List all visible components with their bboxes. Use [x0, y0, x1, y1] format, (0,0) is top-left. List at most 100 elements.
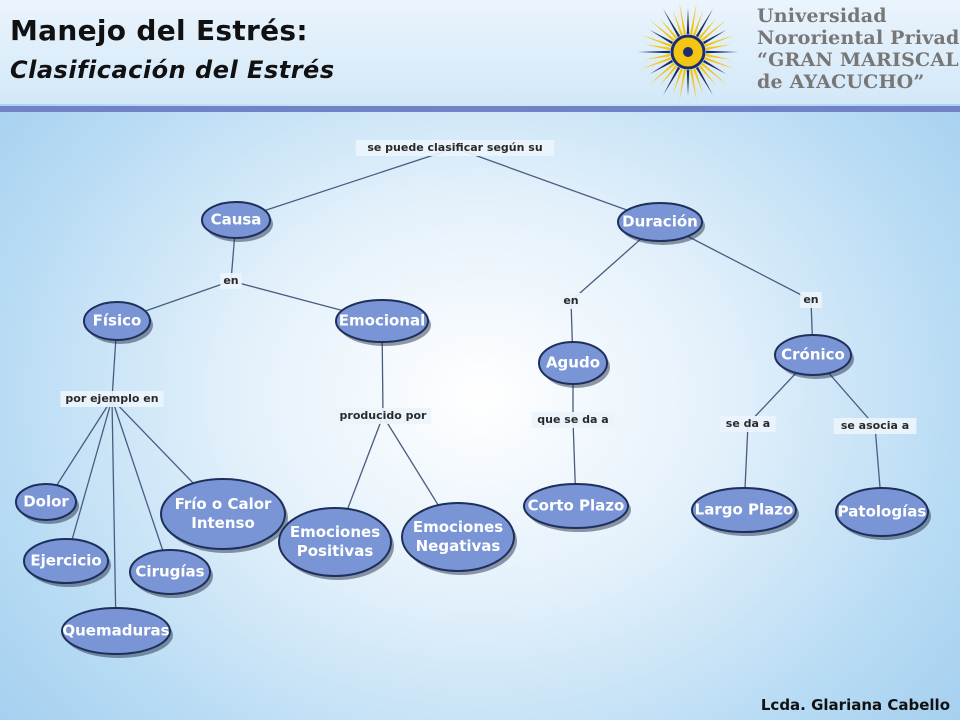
node-label: Ejercicio: [30, 552, 101, 570]
logo-ray: [700, 19, 727, 42]
logo-ray: [649, 59, 674, 74]
root-label: se puede clasificar según su: [367, 141, 542, 154]
node-shape: [335, 299, 429, 343]
logo-ray: [641, 56, 672, 70]
logo-ray: [692, 10, 704, 36]
label-backdrop: [720, 416, 776, 432]
concept-link: [235, 147, 456, 221]
logo-ray: [686, 8, 690, 35]
logo-ray: [641, 34, 672, 48]
page-subtitle: Clasificación del Estrés: [10, 56, 335, 84]
node-label: Dolor: [23, 493, 69, 511]
logo-ray: [698, 18, 717, 40]
concept-node-cirugias: Cirugías: [129, 549, 213, 598]
node-shape: [401, 502, 515, 572]
logo-ray: [704, 56, 735, 70]
node-label: Negativas: [416, 537, 501, 555]
logo-ray: [672, 68, 684, 94]
link-label-en: en: [563, 294, 578, 307]
logo-ray: [663, 8, 681, 38]
node-label: Emocional: [339, 312, 425, 330]
node-label: Físico: [93, 312, 142, 330]
logo-ray: [705, 53, 732, 60]
node-label: Crónico: [781, 346, 845, 364]
label-backdrop: [355, 140, 555, 156]
node-label: Causa: [211, 211, 262, 229]
logo-ray: [679, 69, 687, 102]
concept-node-causa: Causa: [201, 201, 273, 242]
page-title: Manejo del Estrés:: [10, 14, 308, 47]
institution-line: Nororiental Privada: [757, 27, 960, 49]
node-label: Intenso: [191, 514, 255, 532]
label-backdrop: [334, 408, 432, 424]
logo-ray: [686, 69, 690, 96]
logo-ray: [702, 59, 727, 74]
concept-node-patologias: Patologías: [835, 487, 931, 540]
concept-node-fisico: Físico: [83, 301, 153, 344]
institution-line: Universidad: [757, 5, 887, 27]
logo-ray: [638, 50, 671, 54]
concept-node-largo-plazo: Largo Plazo: [691, 487, 799, 536]
link-label-en: en: [223, 274, 238, 287]
node-shape: [61, 607, 171, 655]
logo-ray: [644, 44, 671, 51]
header-divider: [0, 106, 960, 112]
logo-ray: [663, 66, 681, 96]
label-backdrop: [800, 292, 822, 308]
header-bar: [0, 0, 960, 104]
link-label-por-ejemplo: por ejemplo en: [65, 392, 158, 405]
university-logo-icon: [638, 2, 738, 102]
logo-ray: [689, 69, 697, 102]
logo-ray: [705, 44, 732, 51]
logo-ray: [659, 18, 678, 40]
logo-ray: [704, 34, 735, 48]
logo-ray: [692, 68, 704, 94]
node-shape: [201, 201, 271, 239]
node-label: Emociones: [413, 518, 503, 536]
logo-dot: [683, 47, 693, 57]
label-backdrop: [560, 293, 582, 309]
concept-link: [65, 398, 113, 562]
node-label: Quemaduras: [62, 622, 169, 640]
node-shape: [129, 549, 211, 595]
institution-line: de AYACUCHO”: [757, 71, 925, 93]
institution-line: “GRAN MARISCAL: [757, 49, 959, 71]
concept-node-corto-plazo: Corto Plazo: [523, 483, 631, 532]
link-label-se-asocia-a: se asocia a: [841, 419, 909, 432]
logo-ray: [695, 8, 713, 38]
logo-ray: [695, 66, 713, 96]
institution-name: Universidad Nororiental Privada “GRAN MA…: [757, 5, 960, 93]
concept-node-quemaduras: Quemaduras: [61, 607, 173, 658]
label-backdrop: [531, 412, 615, 428]
node-shape: [15, 483, 77, 521]
label-backdrop: [220, 273, 242, 289]
logo-ray: [649, 62, 676, 85]
author-credit: Lcda. Glariana Cabello: [760, 696, 950, 714]
logo-ray: [649, 30, 674, 45]
logo-ray: [698, 64, 717, 86]
label-backdrop: [833, 418, 917, 434]
node-label: Positivas: [297, 542, 374, 560]
node-shape: [523, 483, 629, 529]
concept-link: [111, 398, 117, 632]
node-shape: [691, 487, 797, 533]
link-label-que-se-da-a: que se da a: [537, 413, 608, 426]
node-shape: [835, 487, 929, 537]
node-label: Cirugías: [135, 563, 204, 581]
concept-map-edge-labels: se puede clasificar según su en en en por ej…: [60, 140, 917, 434]
link-label-producido-por: producido por: [340, 409, 428, 422]
link-label-en: en: [803, 293, 818, 306]
logo-ray: [700, 62, 727, 85]
concept-node-emocional: Emocional: [335, 299, 431, 346]
node-shape: [617, 202, 703, 242]
concept-link: [111, 398, 171, 573]
logo-ray: [644, 53, 671, 60]
node-label: Duración: [622, 213, 698, 231]
node-shape: [774, 334, 852, 376]
node-shape: [160, 478, 286, 550]
link-label-se-da-a: se da a: [726, 417, 770, 430]
logo-ray: [689, 2, 697, 35]
